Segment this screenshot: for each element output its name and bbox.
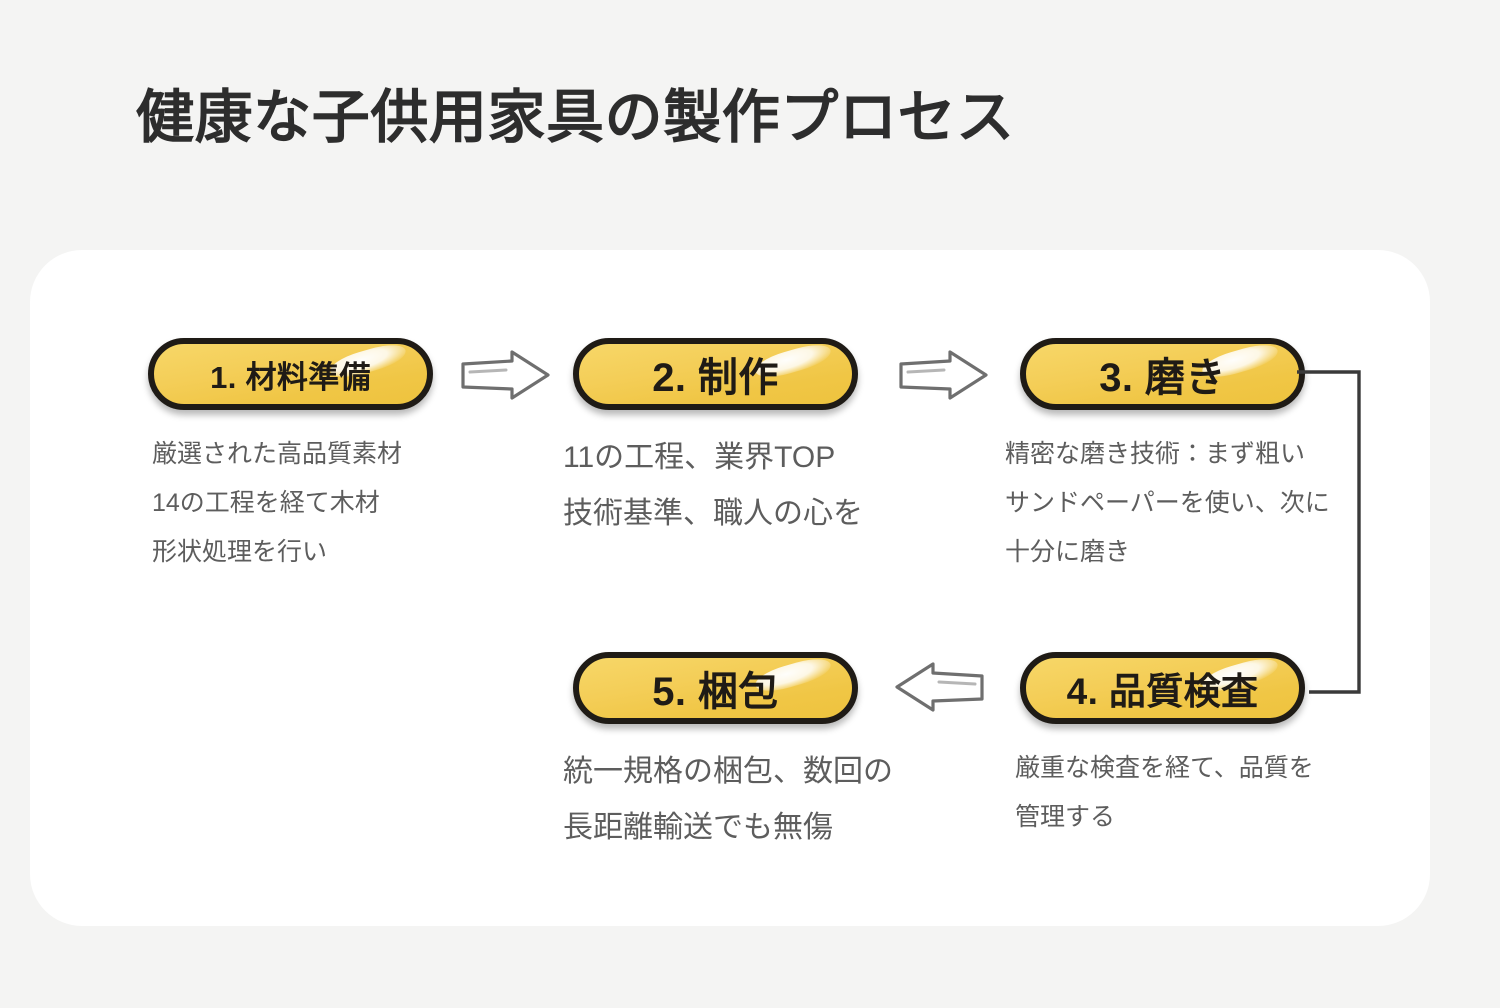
step-5-label: 5. 梱包 [652, 670, 779, 714]
page-title: 健康な子供用家具の製作プロセス [136, 85, 1015, 150]
arrow-right-icon [461, 350, 550, 400]
step-2-description-line: 11の工程、業界TOP [563, 441, 836, 474]
step-1-description-line: 14の工程を経て木材 [152, 488, 380, 517]
step-1-description-line: 厳選された高品質素材 [152, 440, 403, 468]
step-1-label: 1. 材料準備 [210, 359, 371, 395]
step-1-pill[interactable]: 1. 材料準備 [148, 338, 433, 410]
process-step-3[interactable]: 3. 磨き 精密な磨き技術：まず粗い サンドペーパーを使い、次に 十分に磨き [1005, 338, 1330, 576]
step-4-description-line: 管理する [1015, 802, 1116, 831]
step-3-description-line: 精密な磨き技術：まず粗い [1005, 440, 1306, 468]
arrow-right-icon [899, 350, 988, 400]
step-3-description-line: サンドペーパーを使い、次に [1005, 488, 1330, 517]
step-1-description: 厳選された高品質素材 14の工程を経て木材 形状処理を行い [152, 430, 433, 576]
step-4-pill[interactable]: 4. 品質検査 [1020, 652, 1305, 724]
step-1-description-line: 形状処理を行い [152, 537, 328, 566]
step-3-pill[interactable]: 3. 磨き [1020, 338, 1305, 410]
step-2-description-line: 技術基準、職人の心を [563, 496, 863, 530]
step-5-pill[interactable]: 5. 梱包 [573, 652, 858, 724]
step-4-label: 4. 品質検査 [1066, 671, 1259, 712]
arrow-left-icon [895, 662, 984, 712]
step-4-description-line: 厳重な検査を経て、品質を [1015, 754, 1314, 782]
process-step-1[interactable]: 1. 材料準備 厳選された高品質素材 14の工程を経て木材 形状処理を行い [148, 338, 433, 576]
process-step-4[interactable]: 4. 品質検査 厳重な検査を経て、品質を 管理する [1015, 652, 1314, 842]
step-2-pill[interactable]: 2. 制作 [573, 338, 858, 410]
step-5-description-line: 統一規格の梱包、数回の [563, 755, 893, 788]
step-5-description: 統一規格の梱包、数回の 長距離輸送でも無傷 [563, 744, 893, 855]
step-5-description-line: 長距離輸送でも無傷 [563, 810, 833, 844]
step-4-description: 厳重な検査を経て、品質を 管理する [1015, 744, 1314, 842]
step-3-label: 3. 磨き [1099, 356, 1226, 400]
process-step-2[interactable]: 2. 制作 11の工程、業界TOP 技術基準、職人の心を [563, 338, 863, 541]
step-3-description-line: 十分に磨き [1005, 537, 1131, 566]
step-2-label: 2. 制作 [652, 356, 779, 400]
step-3-description: 精密な磨き技術：まず粗い サンドペーパーを使い、次に 十分に磨き [1005, 430, 1330, 576]
step-2-description: 11の工程、業界TOP 技術基準、職人の心を [563, 430, 863, 541]
process-step-5[interactable]: 5. 梱包 統一規格の梱包、数回の 長距離輸送でも無傷 [563, 652, 893, 855]
